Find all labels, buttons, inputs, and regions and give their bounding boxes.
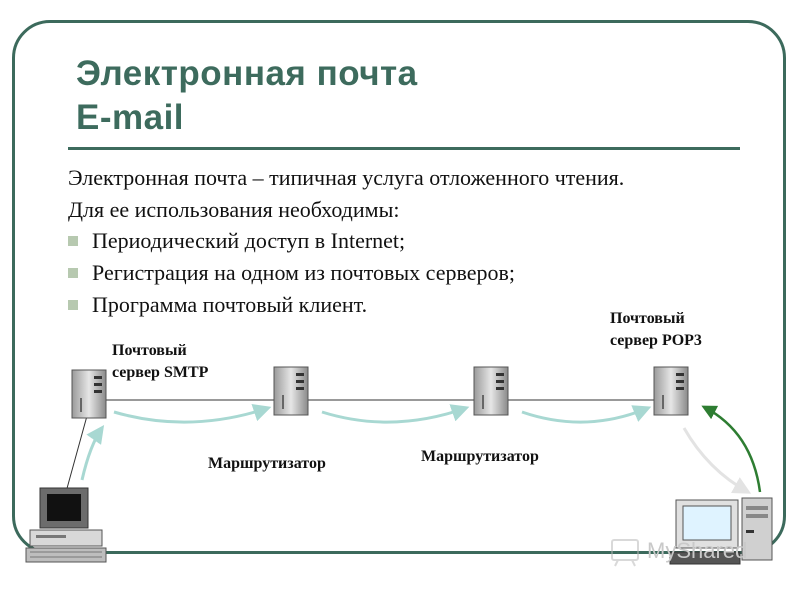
smtp-server-label-line-2: сервер SMTP — [112, 364, 209, 381]
bullet-item: Программа почтовый клиент. — [92, 292, 368, 317]
flow-arrow — [321, 404, 470, 424]
sender-computer-icon — [25, 487, 107, 563]
client-link-line — [65, 404, 91, 493]
request-arrow — [701, 405, 762, 493]
router-label: Маршрутизатор — [421, 448, 539, 465]
flow-arrow — [521, 405, 652, 424]
router-icon — [473, 366, 509, 416]
pop3-server-label-line-2: сервер POP3 — [610, 332, 702, 349]
smtp-server-label-line-1: Почтовый — [112, 342, 187, 359]
watermark-logo — [611, 539, 639, 567]
bullet-marker — [68, 236, 78, 246]
slide-frame — [12, 20, 786, 554]
watermark-text: MyShared — [647, 538, 748, 563]
flow-arrow — [80, 425, 105, 481]
intro-line-1: Электронная почта – типичная услуга отло… — [68, 165, 625, 190]
download-arrow — [682, 427, 752, 494]
smtp-server-icon — [71, 369, 107, 419]
bullet-item: Регистрация на одном из почтовых серверо… — [92, 260, 516, 285]
router-icon — [273, 366, 309, 416]
router-label: Маршрутизатор — [208, 455, 326, 472]
slide-title: Электронная почта — [76, 54, 418, 93]
pop3-server-icon — [653, 366, 689, 416]
flow-arrow — [113, 404, 272, 424]
bullet-item: Периодический доступ в Internet; — [92, 228, 406, 253]
receiver-computer-icon — [669, 497, 773, 565]
slide-subtitle: E-mail — [76, 98, 185, 137]
pop3-server-label-line-1: Почтовый — [610, 310, 685, 327]
bullet-marker — [68, 300, 78, 310]
title-divider — [68, 147, 740, 150]
intro-line-2: Для ее использования необходимы: — [68, 197, 400, 222]
bullet-marker — [68, 268, 78, 278]
